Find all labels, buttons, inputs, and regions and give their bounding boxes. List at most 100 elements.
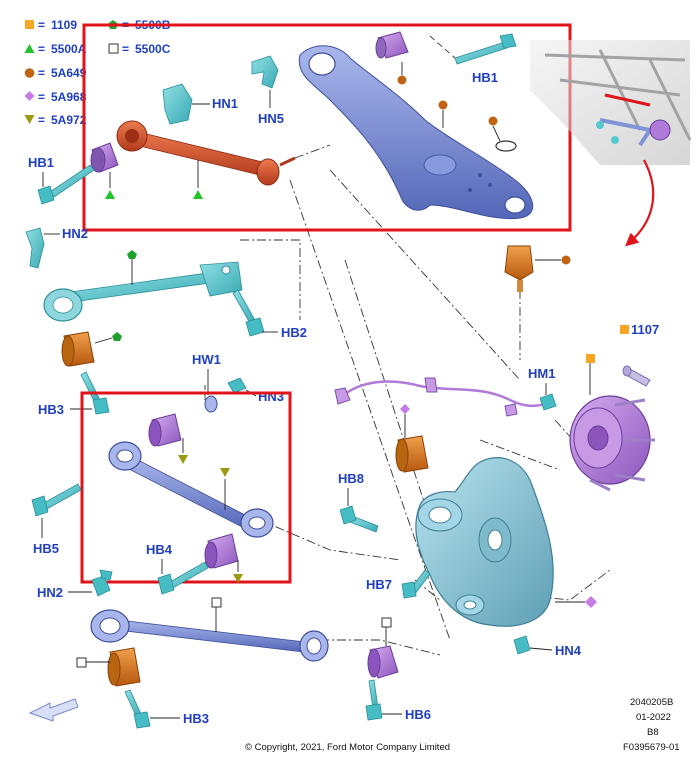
legend-code: 5A968 (51, 90, 87, 104)
square-marker-icon (25, 20, 34, 29)
hollow-square-marker-icon (108, 43, 119, 54)
bolt-hb3-bottom (124, 689, 151, 729)
ref-code-4: F0395679-01 (623, 742, 680, 753)
legend: = 1109 = 5500B = 5500A = 5500C = 5A649 =… (24, 18, 171, 127)
lower-link-blue (108, 441, 274, 538)
label-hn1: HN1 (212, 96, 238, 111)
copyright-text: © Copyright, 2021, Ford Motor Company Li… (245, 742, 450, 753)
nut-hn1 (162, 83, 193, 125)
label-hb2: HB2 (281, 325, 307, 340)
label-hn2-bottom: HN2 (37, 585, 63, 600)
legend-eq: = (38, 90, 45, 104)
bolt-hb2 (232, 289, 265, 337)
toe-link-red (116, 120, 296, 186)
upper-arm-bushing-purple (375, 31, 409, 59)
label-hb7: HB7 (366, 577, 392, 592)
arm-bushing-hole (504, 196, 526, 214)
callout-5500a-marker (193, 190, 203, 199)
label-hm1: HM1 (528, 366, 555, 381)
diamond-marker-icon (24, 91, 35, 101)
ball-joint-bushing-orange (504, 245, 534, 292)
bolt-hb5 (31, 483, 82, 517)
legend-item-5500a: = 5500A (24, 42, 87, 56)
legend-item-1109: = 1109 (25, 18, 77, 32)
callout-5a968-marker (400, 404, 410, 414)
label-hb5: HB5 (33, 541, 59, 556)
nut-hn5 (251, 55, 279, 89)
upper-control-arm (298, 45, 534, 220)
circle-marker-icon (24, 68, 35, 78)
bolt-hm1 (539, 393, 557, 411)
triangle-up-marker-icon (24, 44, 35, 53)
callout-5a649-marker (488, 116, 498, 126)
legend-code: 5A972 (51, 113, 87, 127)
callout-5500b-marker (112, 332, 122, 341)
legend-eq: = (38, 18, 45, 32)
legend-code: 5500A (51, 42, 87, 56)
hub-bolt-1107 (622, 365, 651, 387)
callout-1109-marker (620, 325, 629, 334)
label-hb3-mid: HB3 (38, 402, 64, 417)
bolt-hb7 (401, 569, 431, 599)
legend-eq: = (122, 42, 129, 56)
legend-code: 1109 (51, 18, 77, 32)
abs-sensor-harness (334, 377, 556, 417)
label-hb8: HB8 (338, 471, 364, 486)
callout-5500c-marker (76, 657, 87, 668)
triangle-down-marker-icon (24, 115, 35, 124)
nut-hn4 (513, 635, 531, 655)
link-bushing-orange (61, 331, 95, 367)
legend-code: 5500C (135, 42, 171, 56)
bolt-hb6 (365, 679, 383, 721)
lower-lateral-link (90, 609, 329, 662)
legend-eq: = (38, 113, 45, 127)
upper-control-arm-assembly (298, 45, 534, 220)
legend-code: 5A649 (51, 66, 87, 80)
arm-hole (478, 173, 482, 177)
nut-hn2-top (25, 227, 45, 269)
callout-5a972-marker (220, 468, 230, 477)
legend-item-5500c: = 5500C (108, 42, 171, 56)
arm-pocket (423, 154, 457, 176)
bolt-hb8 (339, 505, 379, 533)
legend-item-5a649: = 5A649 (24, 66, 87, 80)
label-hb1-top: HB1 (472, 70, 498, 85)
label-hb4: HB4 (146, 542, 173, 557)
callout-5500c-marker (381, 617, 392, 628)
location-arrow-icon (625, 159, 655, 247)
arm-bushing-hole (308, 52, 336, 76)
bolt-hb4 (157, 561, 209, 595)
link-bushing-purple-upper (148, 413, 182, 447)
callout-5a649-marker (561, 255, 571, 265)
label-hw1: HW1 (192, 352, 221, 367)
link-bushing-orange-bottom (107, 647, 141, 687)
nut-hn2-bottom (91, 569, 113, 597)
highlight-box-lower (80, 391, 292, 584)
link-bushing-purple-lower (204, 533, 239, 569)
ref-code-2: 01-2022 (636, 712, 671, 723)
callout-5500a-marker (105, 190, 115, 199)
callout-5a968-marker (585, 596, 597, 608)
callout-5a972-marker (178, 455, 188, 464)
washer-hw1 (204, 395, 218, 413)
arm-hole (488, 183, 492, 187)
vehicle-location-inset (530, 40, 692, 165)
bolt-hb1-top (454, 33, 517, 65)
lower-knuckle-bushing-purple (367, 645, 399, 679)
legend-eq: = (38, 42, 45, 56)
ref-code-1: 2040205B (630, 697, 673, 708)
callout-5500c-marker (211, 597, 222, 608)
toe-link-bushing-purple (90, 142, 119, 173)
legend-item-5a968: = 5A968 (24, 90, 87, 104)
rear-knuckle (415, 457, 554, 627)
label-hn4: HN4 (555, 643, 582, 658)
callout-5a972-marker (233, 574, 243, 583)
label-hn2-top: HN2 (62, 226, 88, 241)
callout-5500b-marker (127, 250, 137, 259)
snap-ring (495, 140, 517, 152)
nut-hn3 (227, 377, 247, 394)
label-hb1-left: HB1 (28, 155, 54, 170)
label-hn5: HN5 (258, 111, 284, 126)
knuckle-bushing-orange (395, 435, 429, 473)
